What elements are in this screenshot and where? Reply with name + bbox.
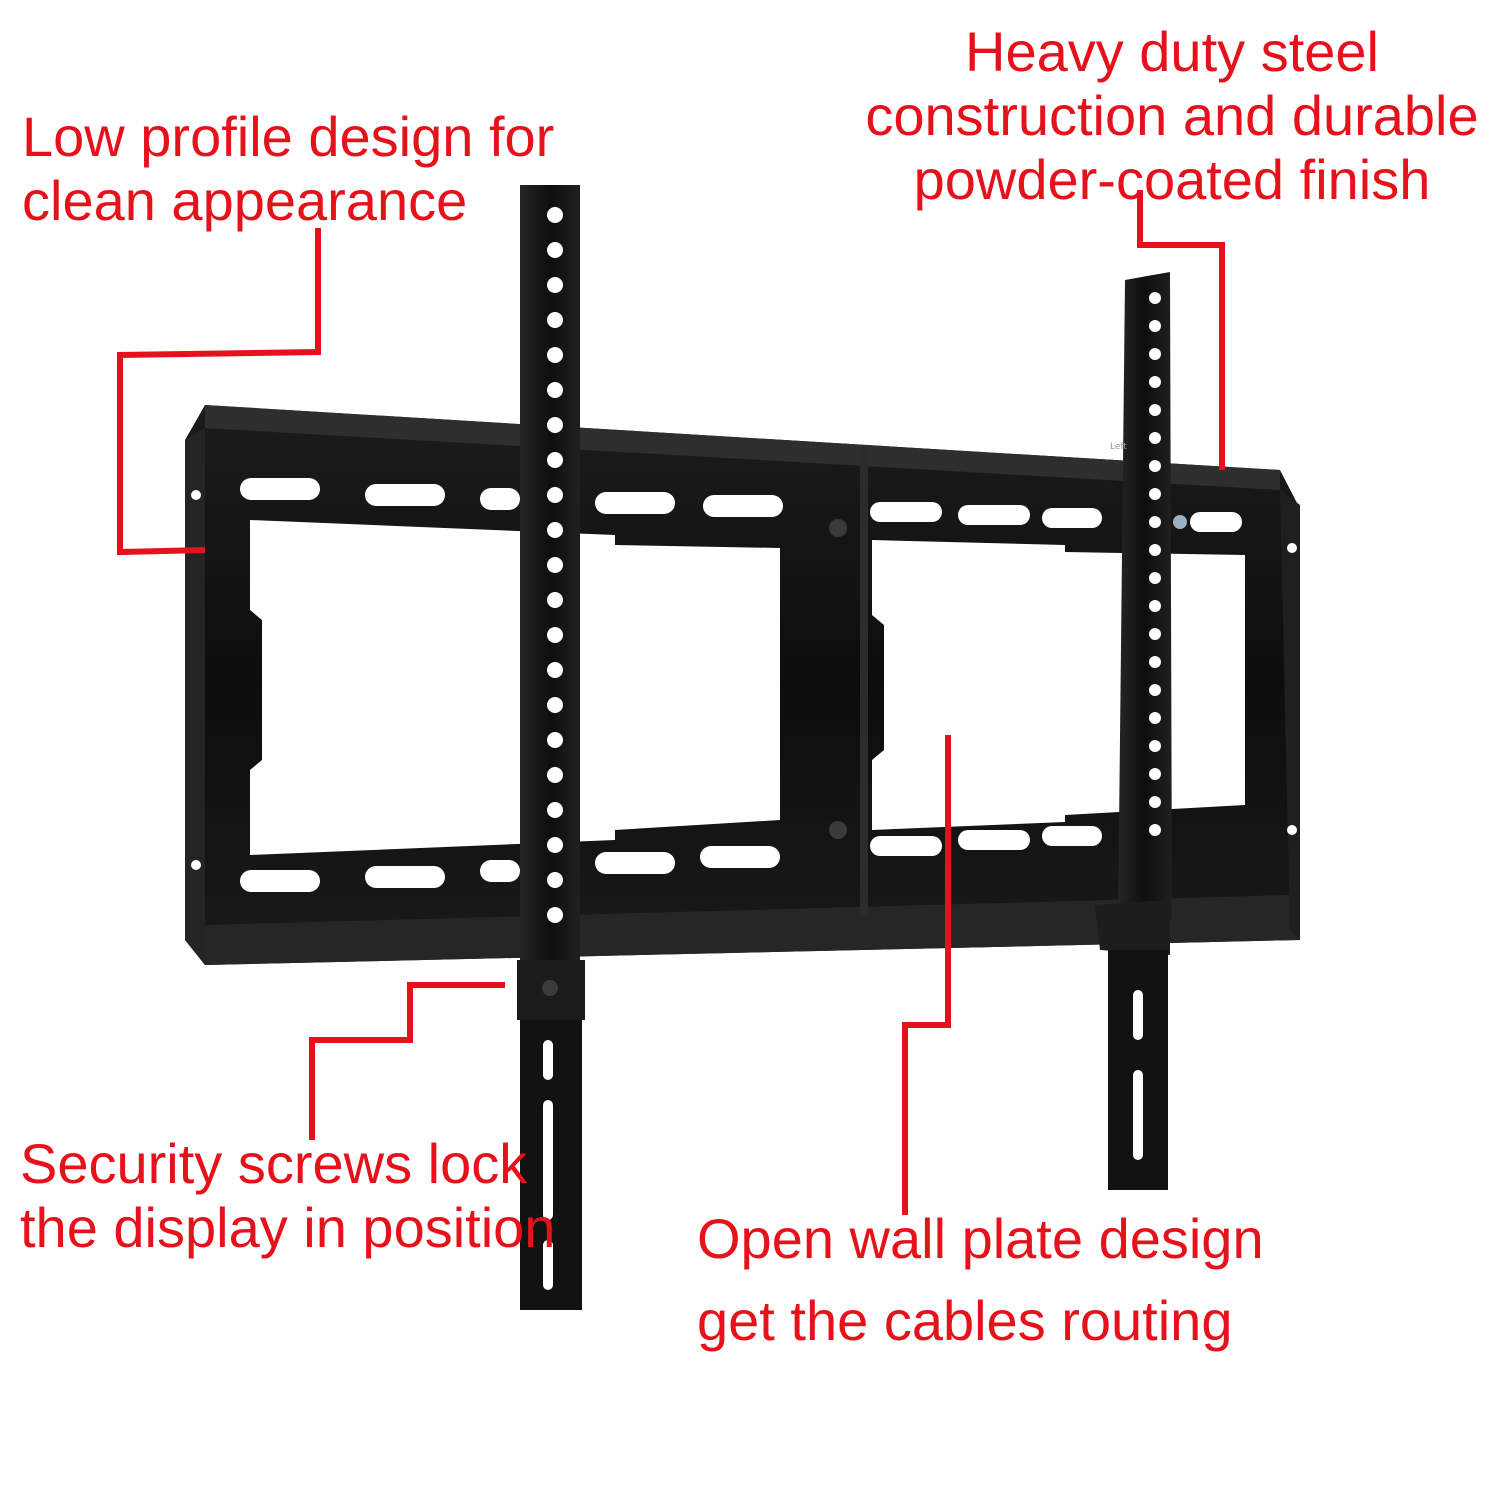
left-bracket-arm xyxy=(517,185,585,1310)
callout-security-screws-line1: Security screws lock xyxy=(20,1132,528,1195)
leader-lines xyxy=(117,190,1225,1215)
callout-open-wall-plate-line1: Open wall plate design xyxy=(697,1207,1264,1270)
bracket-marking-label: Left xyxy=(1110,442,1127,452)
callout-security-screws-line2: the display in position xyxy=(20,1196,556,1259)
callout-heavy-duty: Heavy duty steel construction and durabl… xyxy=(852,20,1492,212)
callout-low-profile-line1: Low profile design for xyxy=(22,105,555,168)
callout-heavy-duty-line1: Heavy duty steel xyxy=(965,20,1379,83)
right-arm-holes xyxy=(1149,292,1161,836)
right-cable-window xyxy=(872,540,1245,830)
callout-low-profile-line2: clean appearance xyxy=(22,169,468,232)
callout-heavy-duty-line3: powder-coated finish xyxy=(913,148,1431,211)
top-slots xyxy=(240,478,1242,532)
leader-low-profile xyxy=(117,228,321,556)
bottom-slots xyxy=(240,826,1102,892)
leader-security-screws xyxy=(309,982,505,1140)
leader-heavy-duty xyxy=(1137,190,1225,470)
callout-heavy-duty-line2: construction and durable xyxy=(865,84,1479,147)
leader-open-wall-plate xyxy=(902,735,951,1215)
callout-open-wall-plate: Open wall plate design get the cables ro… xyxy=(697,1198,1264,1362)
callout-security-screws: Security screws lock the display in posi… xyxy=(20,1132,555,1260)
callout-open-wall-plate-line2: get the cables routing xyxy=(697,1289,1233,1352)
right-bracket-arm xyxy=(1095,272,1187,1190)
left-arm-holes xyxy=(547,207,563,923)
callout-low-profile: Low profile design for clean appearance xyxy=(22,105,554,233)
left-cable-window xyxy=(250,520,780,855)
